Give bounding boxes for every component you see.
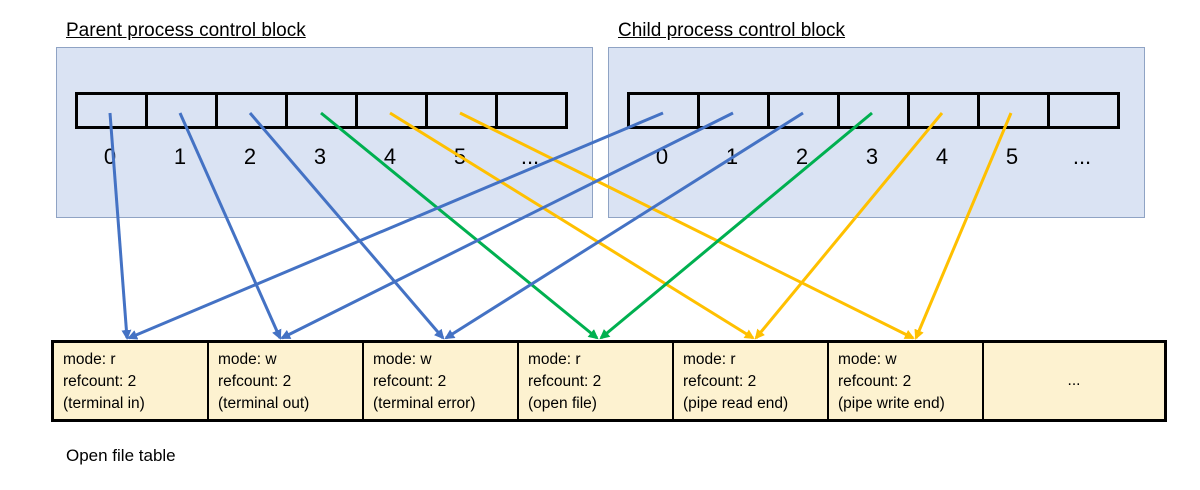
parent-fd-table xyxy=(75,92,568,129)
child-fd-slot-4 xyxy=(910,95,980,126)
child-fd-slot-5 xyxy=(980,95,1050,126)
parent-fd-label: 0 xyxy=(103,144,117,169)
parent-fd-label: 5 xyxy=(453,144,467,169)
entry-description: (terminal in) xyxy=(63,395,145,412)
parent-fd-label: 2 xyxy=(243,144,257,169)
child-process-control-block: 0 1 2 3 4 5 ... xyxy=(608,47,1145,218)
entry-mode: mode: w xyxy=(838,351,897,368)
parent-fd-label: 1 xyxy=(173,144,187,169)
child-fd-slot-more xyxy=(1050,95,1117,126)
entry-refcount: refcount: 2 xyxy=(63,373,137,390)
parent-fd-slot-1 xyxy=(148,95,218,126)
child-fd-label: 3 xyxy=(865,144,879,169)
child-fd-label: 0 xyxy=(655,144,669,169)
entry-mode: mode: r xyxy=(528,351,581,368)
entry-refcount: refcount: 2 xyxy=(683,373,757,390)
entry-description: (pipe write end) xyxy=(838,395,945,412)
child-fd-slot-2 xyxy=(770,95,840,126)
entry-refcount: refcount: 2 xyxy=(838,373,912,390)
open-file-table-label: Open file table xyxy=(66,446,176,465)
open-file-entry-open-file: mode: r refcount: 2 (open file) xyxy=(519,343,674,419)
parent-fd-slot-0 xyxy=(78,95,148,126)
entry-description: (terminal out) xyxy=(218,395,310,412)
child-fd-slot-1 xyxy=(700,95,770,126)
child-fd-slot-0 xyxy=(630,95,700,126)
parent-fd-slot-2 xyxy=(218,95,288,126)
open-file-table: mode: r refcount: 2 (terminal in) mode: … xyxy=(51,340,1167,422)
entry-description: (pipe read end) xyxy=(683,395,789,412)
open-file-entry-terminal-error: mode: w refcount: 2 (terminal error) xyxy=(364,343,519,419)
entry-mode: mode: r xyxy=(683,351,736,368)
parent-fd-slot-5 xyxy=(428,95,498,126)
entry-description: (terminal error) xyxy=(373,395,476,412)
entry-refcount: refcount: 2 xyxy=(218,373,292,390)
parent-process-control-block: 0 1 2 3 4 5 ... xyxy=(56,47,593,218)
child-pcb-title: Child process control block xyxy=(618,20,846,41)
open-file-entry-pipe-write-end: mode: w refcount: 2 (pipe write end) xyxy=(829,343,984,419)
parent-pcb-title: Parent process control block xyxy=(66,20,306,41)
child-fd-labels: 0 1 2 3 4 5 ... xyxy=(627,144,1117,170)
entry-mode: mode: w xyxy=(218,351,277,368)
parent-fd-label: 4 xyxy=(383,144,397,169)
parent-fd-slot-4 xyxy=(358,95,428,126)
child-fd-label: 4 xyxy=(935,144,949,169)
child-fd-label: ... xyxy=(1072,144,1092,169)
open-file-entry-terminal-out: mode: w refcount: 2 (terminal out) xyxy=(209,343,364,419)
entry-mode: mode: w xyxy=(373,351,432,368)
child-fd-label: 2 xyxy=(795,144,809,169)
parent-fd-labels: 0 1 2 3 4 5 ... xyxy=(75,144,565,170)
parent-fd-slot-3 xyxy=(288,95,358,126)
more-ellipsis: ... xyxy=(1067,372,1081,389)
child-fd-table xyxy=(627,92,1120,129)
entry-refcount: refcount: 2 xyxy=(373,373,447,390)
entry-mode: mode: r xyxy=(63,351,116,368)
child-fd-label: 1 xyxy=(725,144,739,169)
parent-fd-label: 3 xyxy=(313,144,327,169)
parent-fd-label: ... xyxy=(520,144,540,169)
entry-description: (open file) xyxy=(528,395,597,412)
child-fd-label: 5 xyxy=(1005,144,1019,169)
parent-fd-slot-more xyxy=(498,95,565,126)
open-file-entry-terminal-in: mode: r refcount: 2 (terminal in) xyxy=(54,343,209,419)
entry-refcount: refcount: 2 xyxy=(528,373,602,390)
child-fd-slot-3 xyxy=(840,95,910,126)
open-file-entry-more: ... xyxy=(984,343,1164,419)
open-file-entry-pipe-read-end: mode: r refcount: 2 (pipe read end) xyxy=(674,343,829,419)
